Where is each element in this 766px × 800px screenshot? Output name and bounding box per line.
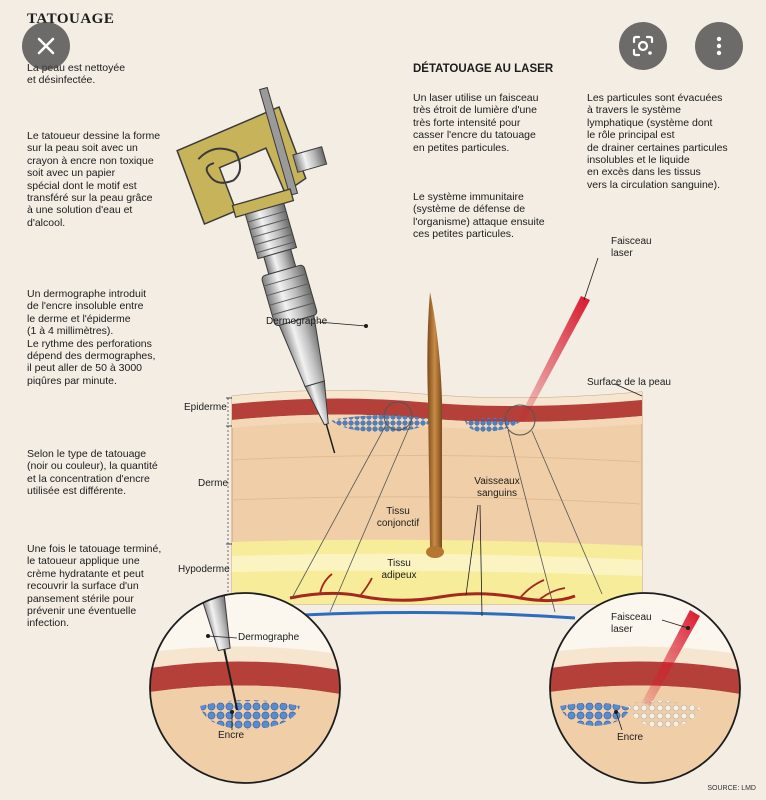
step-text: Selon le type de tatouage (noir ou coule… <box>27 448 158 498</box>
label-faisceau-laser: Faisceau laser <box>611 236 652 259</box>
label-tissu-conjonctif: Tissu conjonctif <box>376 506 420 529</box>
label-encre: Encre <box>218 730 245 741</box>
label-epiderme: Epiderme <box>184 402 227 413</box>
label-tissu-adipeux: Tissu adipeux <box>381 558 417 581</box>
step-text: Une fois le tatouage terminé, le tatoueu… <box>27 543 162 630</box>
immune-text: Le système immunitaire (système de défen… <box>413 191 545 241</box>
step-text: Un dermographe introduit de l'encre inso… <box>27 288 156 387</box>
step-text: Le tatoueur dessine la forme sur la peau… <box>27 130 161 229</box>
label-surface-peau: Surface de la peau <box>587 377 671 388</box>
label-vaisseaux-sanguins: Vaisseaux sanguins <box>474 476 520 499</box>
label-derme: Derme <box>198 478 229 489</box>
zoom-circle-laser <box>550 593 740 783</box>
more-vertical-icon <box>716 36 722 56</box>
close-button[interactable] <box>22 22 70 70</box>
lens-search-button[interactable] <box>619 22 667 70</box>
label-dermographe-zoom: Dermographe <box>238 632 300 643</box>
more-options-button[interactable] <box>695 22 743 70</box>
google-lens-icon <box>632 35 654 57</box>
label-dermographe: Dermographe <box>266 316 328 327</box>
laser-heading: DÉTATOUAGE AU LASER <box>413 63 554 75</box>
label-faisceau-laser-zoom: Faisceau laser <box>611 612 652 635</box>
label-encre: Encre <box>617 732 644 743</box>
evacuation-text: Les particules sont évacuées à travers l… <box>587 92 728 191</box>
label-hypoderme: Hypoderme <box>178 564 230 575</box>
laser-beam <box>518 257 599 422</box>
tattoo-machine <box>176 86 336 454</box>
laser-intro-text: Un laser utilise un faisceau très étroit… <box>413 92 539 154</box>
source-credit: SOURCE: LMD <box>707 785 756 792</box>
zoom-circle-tattooing <box>150 593 340 783</box>
close-icon <box>37 37 55 55</box>
